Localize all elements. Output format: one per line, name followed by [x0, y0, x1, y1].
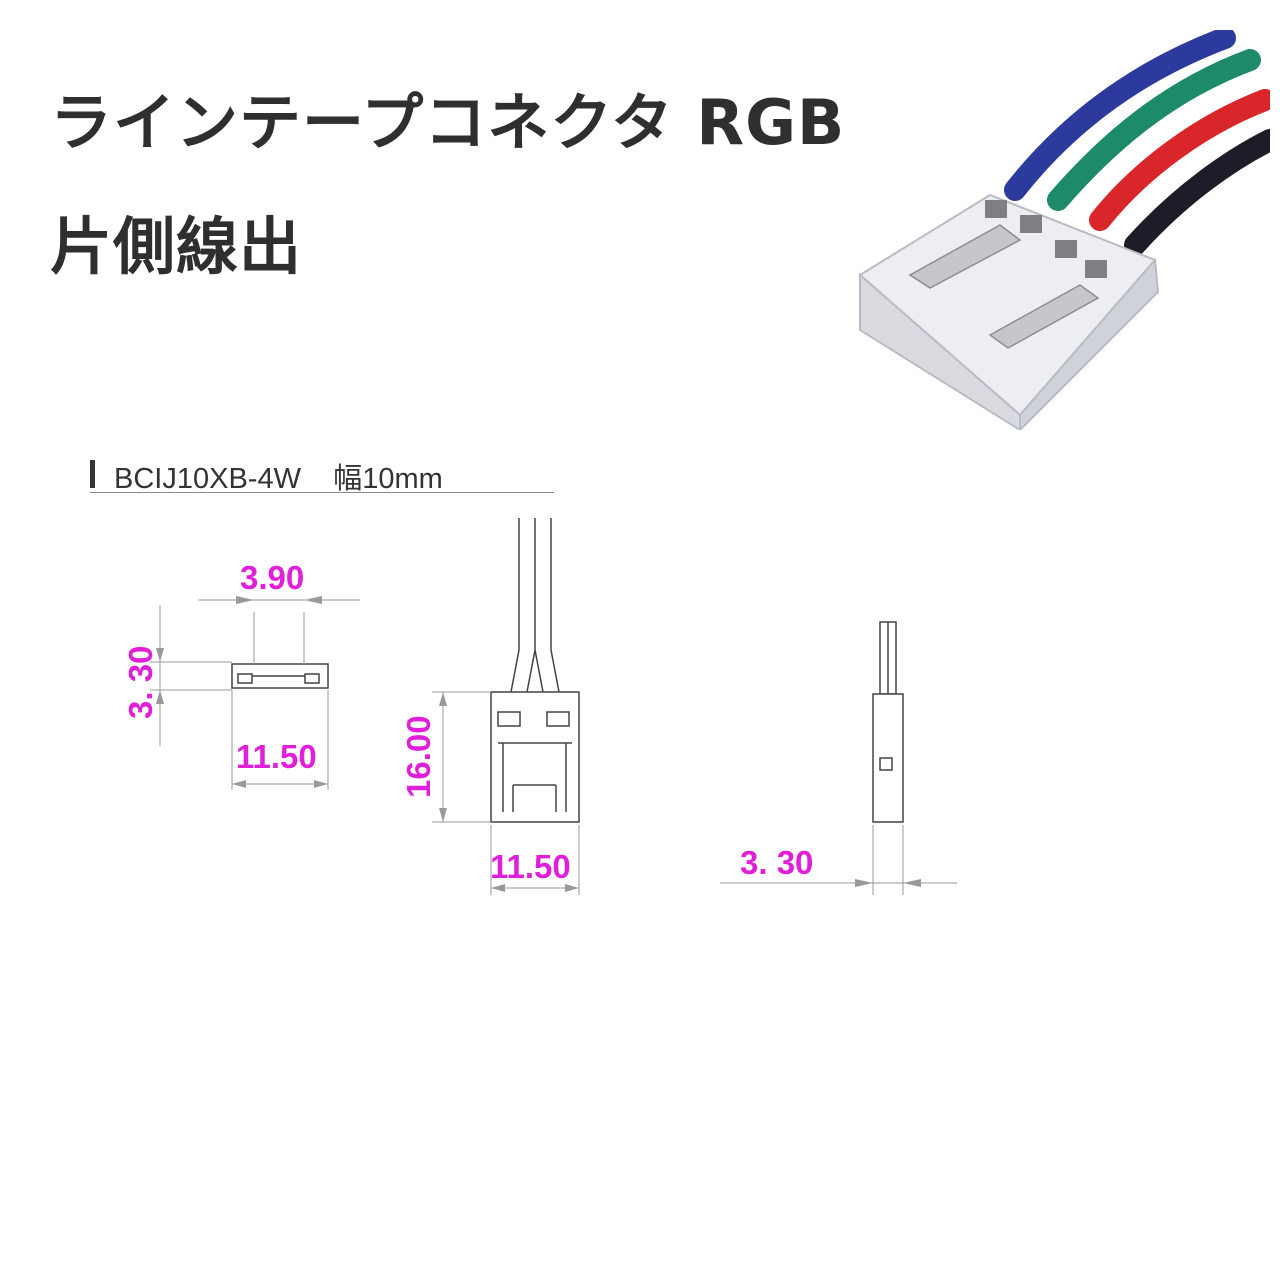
heading-marker [90, 460, 95, 488]
end-width-label: 11.50 [236, 738, 317, 775]
model-heading: BCIJ10XB-4W 幅10mm [90, 452, 554, 495]
front-view-outline [490, 518, 580, 823]
end-height-label: 3. 30 [122, 646, 159, 719]
front-view-dimension-lines [432, 691, 580, 895]
wire-green [1047, 49, 1261, 211]
page-subtitle: 片側線出 [50, 210, 303, 283]
model-width: 幅10mm [333, 463, 443, 495]
side-view-outline [872, 621, 904, 823]
model-code: BCIJ10XB-4W [114, 463, 301, 495]
end-view-dimension-lines [150, 599, 360, 790]
page-title: ラインテープコネクタ RGB [50, 86, 846, 159]
wire-red [1089, 89, 1270, 231]
front-width-label: 11.50 [490, 848, 571, 885]
connector-product-image [858, 30, 1270, 430]
end-top-width-label: 3.90 [240, 559, 304, 596]
dimension-arrows [156, 596, 921, 892]
wire-blue [1004, 30, 1236, 201]
end-view-outline [231, 663, 329, 689]
front-height-label: 16.00 [400, 715, 437, 798]
side-thickness-label: 3. 30 [740, 844, 813, 881]
wire-black [1124, 129, 1270, 256]
